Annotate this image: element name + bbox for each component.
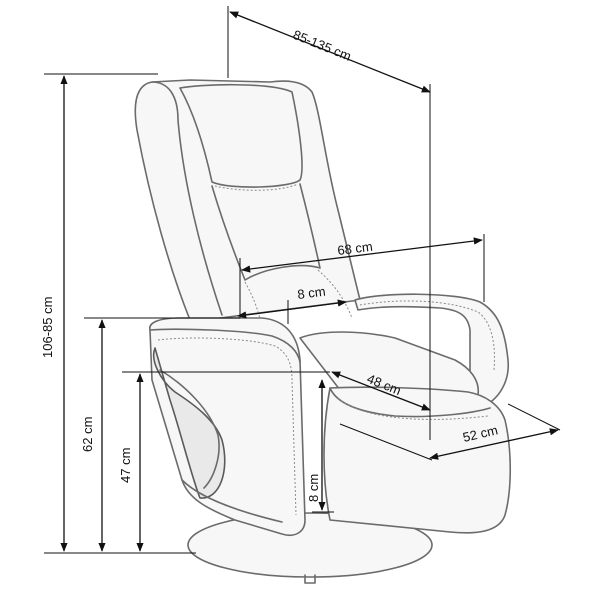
armrest-front-panel: [153, 347, 226, 499]
dim-line-depth-reclined: [229, 11, 431, 93]
swivel-base: [187, 512, 433, 578]
left-armrest-top: [149, 328, 301, 363]
label-depth-reclined: 85-135 cm: [291, 27, 354, 64]
dim-line-seat-width: [241, 237, 483, 273]
headrest-seam: [214, 183, 299, 191]
left-armrest-seam: [157, 337, 297, 516]
recliner-chair: [134, 79, 512, 584]
label-back-thickness: 8 cm: [297, 284, 327, 302]
dim-line-seat-depth: [331, 371, 431, 411]
label-footrest-thickness: 8 cm: [306, 474, 321, 502]
footrest-seam: [337, 397, 489, 420]
armrest-side: [181, 479, 283, 523]
back-seam-right: [317, 269, 353, 319]
backrest-shell: [134, 79, 361, 321]
base-foot: [304, 574, 316, 584]
label-armrest-height: 62 cm: [80, 417, 95, 452]
dim-line-footrest-depth: [429, 428, 559, 460]
backrest-left-wing: [151, 81, 223, 316]
armrest-panel-inner: [159, 369, 220, 489]
right-armrest: [354, 293, 510, 411]
right-armrest-seam: [359, 300, 495, 371]
footrest: [323, 386, 512, 534]
label-seat-width: 68 cm: [337, 239, 374, 258]
lumbar-seam: [244, 281, 263, 331]
label-seat-height: 47 cm: [118, 448, 133, 483]
dim-line-back-thickness: [237, 299, 347, 319]
label-height-range: 106-85 cm: [40, 297, 55, 358]
